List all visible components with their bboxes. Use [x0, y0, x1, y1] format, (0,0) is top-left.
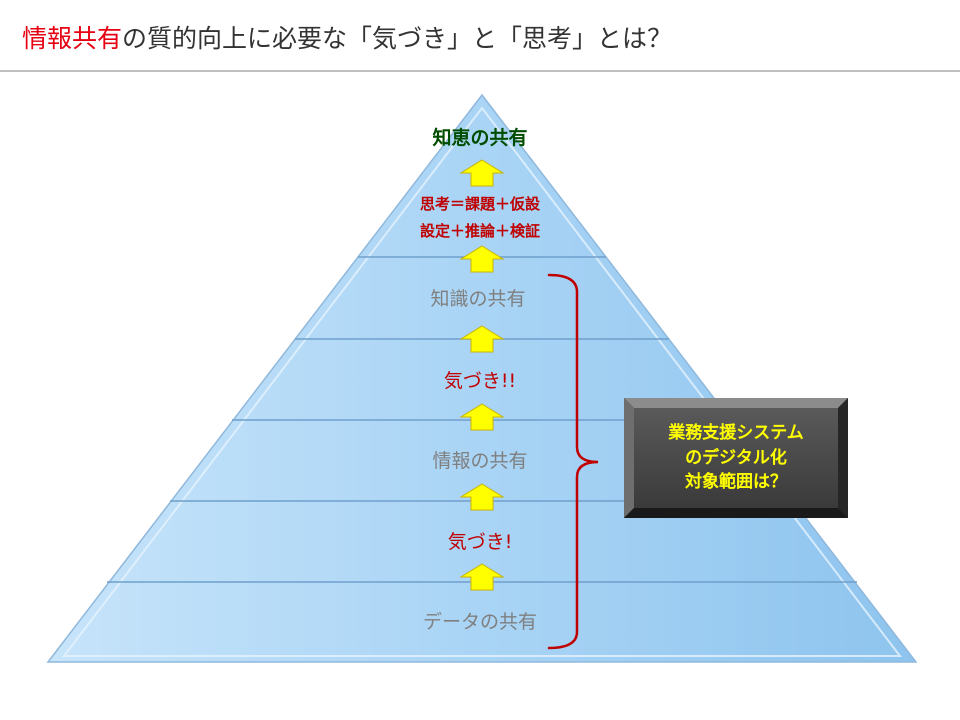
page-title-highlight: 情報共有	[22, 24, 123, 53]
up-arrow-icon	[459, 483, 505, 511]
page-title-rest: の質的向上に必要な「気づき」と「思考」とは？	[122, 24, 673, 53]
level-label-awareness-2: 気づき!!	[444, 370, 516, 392]
up-arrow-icon	[459, 159, 505, 187]
pyramid-bevel	[61, 106, 903, 657]
pyramid-arrows	[459, 159, 505, 591]
curly-bracket	[547, 273, 599, 650]
up-arrow-icon	[459, 403, 505, 431]
callout-box	[624, 398, 848, 518]
level-label-thinking-line1: 思考＝課題＋仮設	[420, 195, 541, 213]
level-label-information: 情報の共有	[432, 450, 527, 472]
level-label-awareness-1: 気づき!	[448, 531, 513, 553]
page-title: 情報共有の質的向上に必要な「気づき」と「思考」とは？	[22, 24, 672, 54]
level-label-knowledge: 知識の共有	[430, 288, 525, 310]
title-divider	[0, 70, 960, 72]
callout-line-2: のデジタル化	[685, 447, 787, 468]
up-arrow-icon	[459, 245, 505, 273]
callout-line-1: 業務支援システム	[668, 423, 804, 444]
level-label-data: データの共有	[423, 611, 537, 633]
level-label-wisdom: 知恵の共有	[432, 126, 527, 149]
callout-text: 業務支援システム のデジタル化 対象範囲は？	[628, 402, 844, 514]
pyramid-body	[46, 93, 918, 663]
up-arrow-icon	[459, 325, 505, 353]
callout-line-3: 対象範囲は？	[685, 472, 787, 493]
level-label-thinking-line2: 設定＋推論＋検証	[420, 222, 540, 240]
up-arrow-icon	[459, 563, 505, 591]
